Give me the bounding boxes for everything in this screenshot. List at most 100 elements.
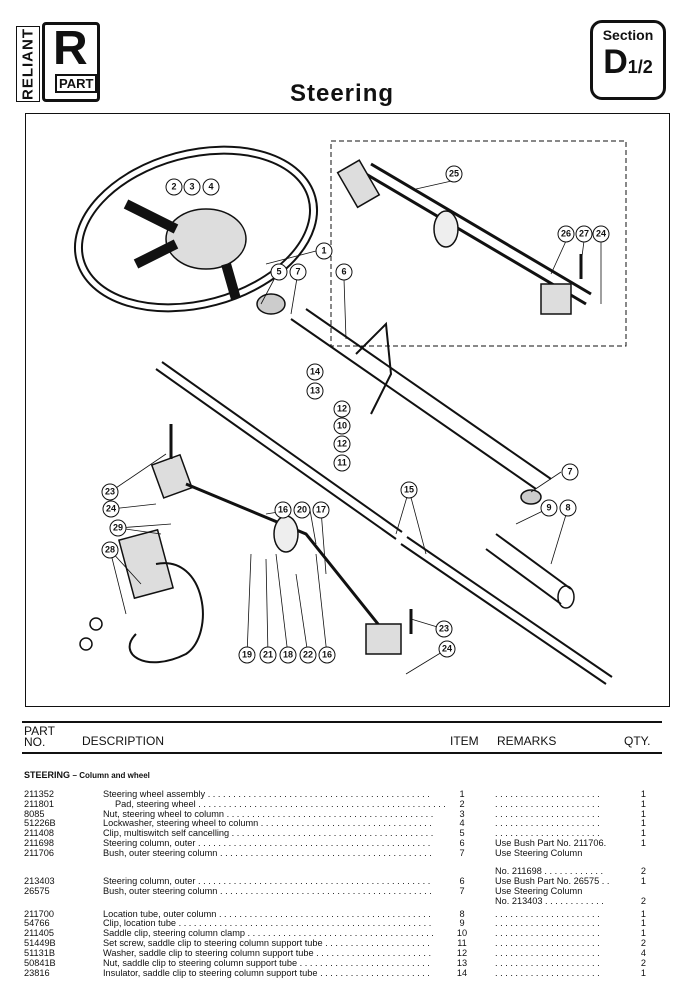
quantity: 1 xyxy=(640,909,646,919)
callout: 12 xyxy=(333,435,351,453)
description: Bush, outer steering column xyxy=(103,848,433,858)
part-number: 211408 xyxy=(24,828,54,838)
col-qty: QTY. xyxy=(624,734,651,748)
table-row: 211408 Clip, multiswitch self cancelling 5… xyxy=(0,828,684,838)
header-rule-bottom xyxy=(22,752,662,754)
section-label: Section xyxy=(602,27,654,43)
steering-wheel xyxy=(73,145,319,315)
part-number: 51131B xyxy=(24,948,55,958)
header-rule-top xyxy=(22,721,662,723)
logo-tag: PART xyxy=(55,74,98,93)
part-number: 211698 xyxy=(24,838,54,848)
callout: 17 xyxy=(312,501,330,519)
description: Pad, steering wheel xyxy=(103,799,445,809)
location-tube xyxy=(485,533,575,609)
item-number: 12 xyxy=(456,948,468,958)
callout: 16 xyxy=(274,501,292,519)
remarks: Use Steering Column xyxy=(495,848,583,858)
quantity: 1 xyxy=(640,838,646,848)
quantity: 1 xyxy=(640,789,646,799)
logo-letter: R xyxy=(53,22,88,75)
callout: 1 xyxy=(315,242,333,260)
callout: 19 xyxy=(238,646,256,664)
description: Location tube, outer column xyxy=(103,909,433,919)
callout: 26 xyxy=(557,225,575,243)
section-page: 1/2 xyxy=(627,57,653,77)
callout: 7 xyxy=(561,463,579,481)
callout: 24 xyxy=(102,500,120,518)
section-badge: Section D1/2 xyxy=(590,20,666,100)
description: Steering wheel assembly xyxy=(103,789,433,799)
remarks xyxy=(495,789,615,799)
col-item: ITEM xyxy=(450,734,479,748)
remarks: No. 213403 . . . . . . . . . . . . xyxy=(495,896,604,906)
part-number: 26575 xyxy=(24,886,50,896)
quantity: 2 xyxy=(640,896,646,906)
remarks xyxy=(495,968,615,978)
part-number: 51226B xyxy=(24,818,56,828)
description: Washer, saddle clip to steering column s… xyxy=(103,948,433,958)
group-heading: STEERING – Column and wheel xyxy=(24,770,150,780)
remarks xyxy=(495,818,615,828)
page-title: Steering xyxy=(289,80,395,107)
callout: 15 xyxy=(400,481,418,499)
lower-joint xyxy=(150,424,413,655)
quantity: 1 xyxy=(640,928,646,938)
quantity: 1 xyxy=(640,818,646,828)
leader-lines xyxy=(109,179,602,675)
quantity: 4 xyxy=(640,948,646,958)
remarks xyxy=(495,938,615,948)
callout: 14 xyxy=(306,363,324,381)
description: Bush, outer steering column xyxy=(103,886,433,896)
table-row: No. 211698 . . . . . . . . . . . .2 xyxy=(0,866,684,876)
remarks xyxy=(495,958,615,968)
table-row: No. 213403 . . . . . . . . . . . . 2 xyxy=(0,896,684,906)
group-name: STEERING xyxy=(24,770,71,780)
quantity: 1 xyxy=(640,876,646,886)
item-number: 5 xyxy=(459,828,465,838)
part-number: 50841B xyxy=(24,958,56,968)
upper-joint xyxy=(336,159,592,315)
remarks xyxy=(495,918,615,928)
remarks xyxy=(495,828,615,838)
callout: 24 xyxy=(438,640,456,658)
col-description: DESCRIPTION xyxy=(82,734,165,748)
remarks xyxy=(495,799,615,809)
part-number: 23816 xyxy=(24,968,50,978)
item-number: 4 xyxy=(459,818,465,828)
description: Nut, steering wheel to column xyxy=(103,809,433,819)
remarks: Use Steering Column xyxy=(495,886,583,896)
callout: 10 xyxy=(333,417,351,435)
callout: 16 xyxy=(318,646,336,664)
group-sub: – Column and wheel xyxy=(72,771,150,780)
item-number: 8 xyxy=(459,909,465,919)
callout: 28 xyxy=(101,541,119,559)
callout: 20 xyxy=(293,501,311,519)
outer-column xyxy=(290,308,552,505)
part-number: 211706 xyxy=(24,848,54,858)
quantity: 1 xyxy=(640,828,646,838)
part-number: 211405 xyxy=(24,928,54,938)
callout: 23 xyxy=(101,483,119,501)
callout: 4 xyxy=(202,178,220,196)
item-number: 2 xyxy=(459,799,465,809)
inset-box xyxy=(330,140,627,347)
callout: 23 xyxy=(435,620,453,638)
callout: 21 xyxy=(259,646,277,664)
table-row: 51131B Washer, saddle clip to steering co… xyxy=(0,948,684,958)
col-remarks: REMARKS xyxy=(497,734,557,748)
remarks: Use Bush Part No. 211706. xyxy=(495,838,607,848)
part-number: 51449B xyxy=(24,938,56,948)
item-number: 14 xyxy=(456,968,468,978)
diagram-drawing xyxy=(73,140,627,685)
quantity: 2 xyxy=(640,958,646,968)
description: Clip, multiswitch self cancelling xyxy=(103,828,433,838)
